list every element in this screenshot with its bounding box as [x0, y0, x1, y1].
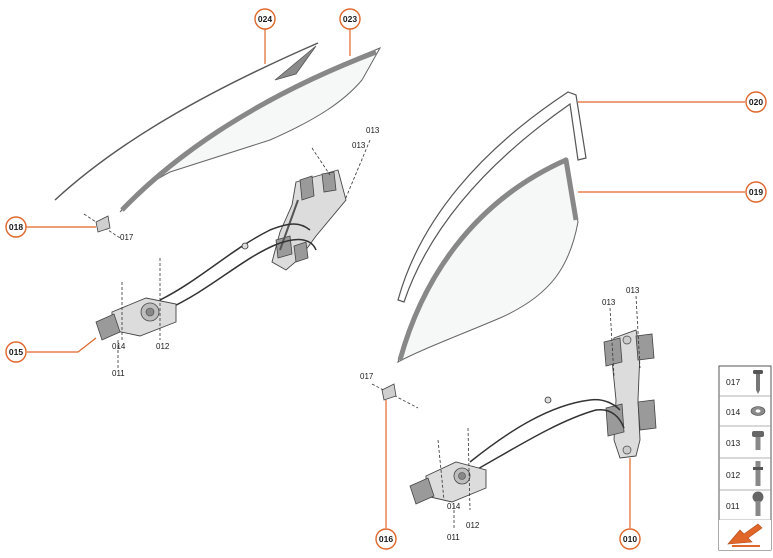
callout-023: 023: [339, 8, 361, 30]
label-012: 012: [156, 342, 170, 351]
label-013: 013: [626, 286, 640, 295]
washer-icon: [750, 406, 766, 416]
fastener-legend: 017 014 013 012 011: [718, 365, 772, 551]
svg-text:015: 015: [9, 347, 23, 357]
callout-016: 016: [375, 528, 397, 550]
callout-020: 020: [745, 91, 767, 113]
screw-icon: [753, 370, 763, 394]
svg-text:016: 016: [379, 534, 393, 544]
torx-bolt-icon: [752, 491, 764, 516]
bolt-icon: [752, 431, 764, 450]
label-013: 013: [352, 141, 366, 150]
label-014: 014: [447, 502, 461, 511]
callout-019: 019: [745, 181, 767, 203]
label-017: 017: [360, 372, 374, 381]
label-017: 017: [120, 233, 134, 242]
left-window-seal: [54, 42, 319, 201]
right-window-motor: [409, 461, 487, 505]
callout-015: 015: [5, 341, 27, 363]
svg-text:020: 020: [749, 97, 763, 107]
leader-015: [27, 337, 97, 353]
right-regulator-cables: [469, 396, 625, 471]
left-regulator-cables: [159, 223, 317, 311]
callout-024: 024: [254, 8, 276, 30]
left-clip-017: [83, 213, 121, 239]
legend-code: 014: [726, 407, 740, 417]
svg-text:024: 024: [258, 14, 272, 24]
label-011: 011: [447, 533, 460, 542]
legend-code: 017: [726, 377, 740, 387]
label-014: 014: [112, 342, 126, 351]
callout-018: 018: [5, 216, 27, 238]
left-door-glass: [119, 47, 382, 213]
left-regulator-rail: [271, 169, 347, 271]
direction-arrow-icon: [719, 520, 771, 550]
label-012: 012: [466, 521, 480, 530]
svg-text:019: 019: [749, 187, 763, 197]
svg-text:010: 010: [623, 534, 637, 544]
svg-text:023: 023: [343, 14, 357, 24]
label-013: 013: [602, 298, 616, 307]
legend-code: 013: [726, 438, 740, 448]
right-door-glass: [397, 157, 579, 363]
svg-text:018: 018: [9, 222, 23, 232]
label-011: 011: [112, 369, 125, 378]
legend-code: 012: [726, 470, 740, 480]
right-regulator-rail: [603, 329, 657, 459]
callout-010: 010: [619, 528, 641, 550]
legend-code: 011: [726, 501, 740, 511]
label-013: 013: [366, 126, 380, 135]
stud-icon: [753, 461, 763, 486]
right-window-seal: [397, 91, 587, 303]
right-clip-017: [371, 383, 419, 409]
left-window-motor: [95, 297, 177, 341]
